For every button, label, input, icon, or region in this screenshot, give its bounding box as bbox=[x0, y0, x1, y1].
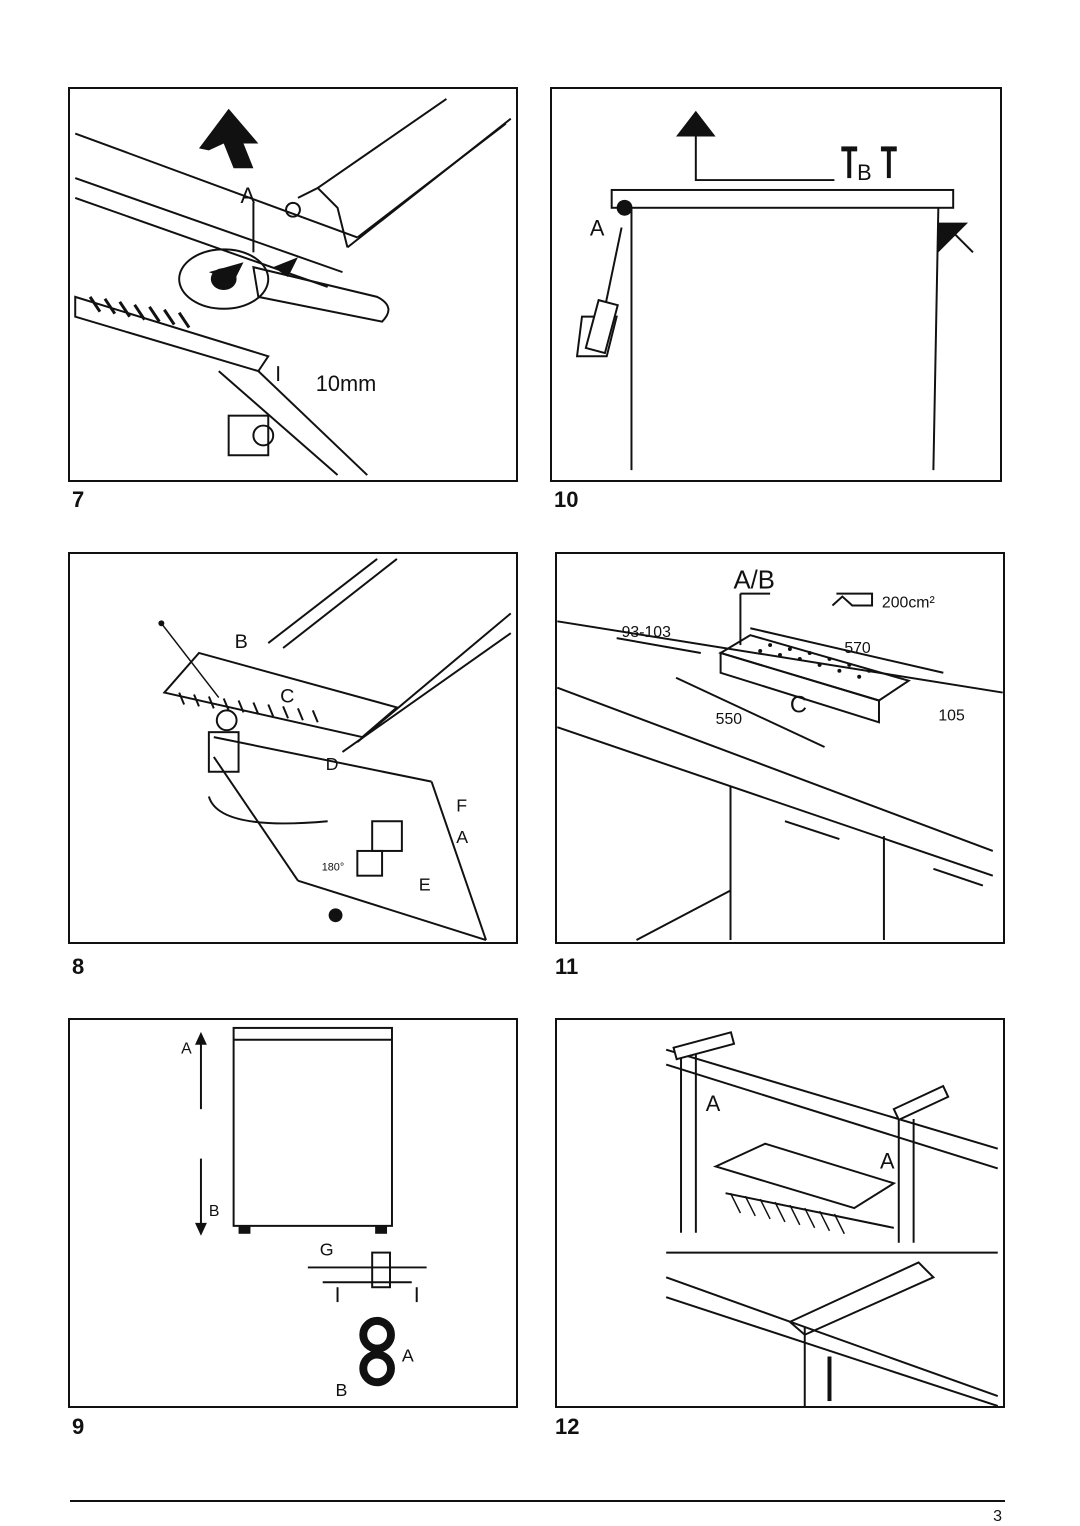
footer-rule bbox=[70, 1500, 1005, 1502]
fig11-label-ab: A/B bbox=[733, 567, 774, 595]
fig9-label-b2: B bbox=[336, 1380, 348, 1400]
fig12-label-a1: A bbox=[706, 1091, 721, 1116]
fig9-label-b: B bbox=[209, 1203, 220, 1220]
fig11-label-d2: 570 bbox=[844, 640, 871, 657]
figure-11-panel: A/B 200cm² 93-103 570 550 105 C bbox=[555, 552, 1005, 944]
page-number: 3 bbox=[993, 1508, 1002, 1525]
figure-9-drawing: A B G A B bbox=[181, 1026, 427, 1400]
figure-10-drawing: A B bbox=[575, 110, 974, 471]
fig8-label-f: F bbox=[456, 795, 467, 815]
fig7-label-a: A bbox=[241, 183, 256, 208]
fig7-label-wrench: 10mm bbox=[316, 371, 376, 396]
fig8-label-a: A bbox=[456, 827, 468, 847]
fig9-label-a: A bbox=[181, 1041, 192, 1058]
figure-10-panel: A B bbox=[550, 87, 1002, 482]
figure-12-number: 12 bbox=[555, 1414, 580, 1439]
fig8-label-angle: 180° bbox=[322, 862, 345, 874]
figure-9-number: 9 bbox=[72, 1414, 85, 1439]
figure-12-drawing: A A bbox=[665, 1031, 999, 1406]
fig11-label-d3: 550 bbox=[716, 711, 743, 728]
figure-7-drawing: A 10mm bbox=[74, 98, 512, 476]
fig11-label-d4: 105 bbox=[938, 707, 965, 724]
fig12-label-a2: A bbox=[880, 1148, 895, 1173]
fig11-label-area: 200cm² bbox=[882, 594, 935, 611]
fig8-label-d: D bbox=[326, 754, 339, 774]
figure-7-number: 7 bbox=[72, 487, 85, 512]
fig8-label-b: B bbox=[235, 631, 248, 653]
fig11-label-c: C bbox=[790, 691, 807, 718]
figure-8-drawing: B C D F A 180° E bbox=[158, 558, 512, 941]
fig10-label-b: B bbox=[857, 160, 872, 185]
fig8-label-e: E bbox=[419, 875, 431, 895]
fig9-label-a2: A bbox=[402, 1345, 414, 1365]
figure-7-panel: A 10mm bbox=[68, 87, 518, 482]
figure-11-number: 11 bbox=[555, 954, 579, 979]
figure-12-panel: A A bbox=[555, 1018, 1005, 1408]
fig11-label-d1: 93-103 bbox=[622, 624, 671, 641]
fig8-label-c: C bbox=[280, 685, 294, 707]
fig9-label-g: G bbox=[320, 1240, 334, 1260]
figure-9-panel: A B G A B bbox=[68, 1018, 518, 1408]
figure-8-panel: B C D F A 180° E bbox=[68, 552, 518, 944]
figure-8-number: 8 bbox=[72, 954, 85, 979]
figure-10-number: 10 bbox=[554, 487, 579, 512]
fig10-label-a: A bbox=[590, 216, 605, 241]
figure-11-drawing: A/B 200cm² 93-103 570 550 105 C bbox=[557, 567, 1003, 941]
